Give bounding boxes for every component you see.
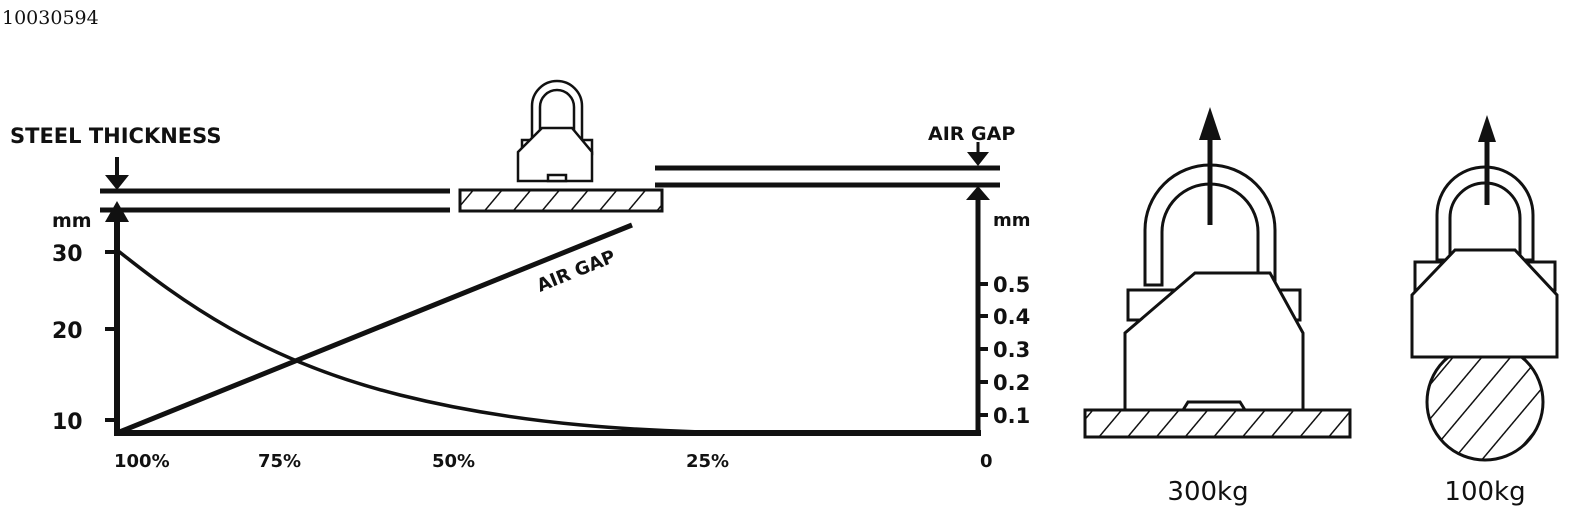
right-unit-label: mm [993,210,1031,231]
force-curve [115,248,761,435]
x-tick-label: 75% [258,451,301,472]
left-tick-label: 20 [52,319,83,344]
air-gap-down-arrow-icon [967,142,989,166]
x-tick-label: 0 [980,451,993,472]
right-tick-label: 0.5 [993,273,1030,297]
air-gap-line [116,222,633,436]
right-tick-label: 0.4 [993,305,1030,329]
left-axis [105,201,129,435]
steel-plate-lines [100,188,450,213]
x-tick-label: 100% [114,451,170,472]
steel-thickness-down-arrow-icon [105,157,129,190]
right-tick-label: 0.3 [993,338,1030,362]
hatched-steel-plate [458,188,664,213]
right-tick-label: 0.1 [993,404,1030,428]
x-tick-label: 25% [686,451,729,472]
pull-up-arrow-icon [1478,115,1496,205]
steel-thickness-label: STEEL THICKNESS [10,124,221,148]
magnet-icon-small [516,79,594,183]
magnet-300kg-icon [1083,163,1352,439]
magnet-100kg-label: 100kg [1444,477,1525,507]
left-tick-label: 10 [52,410,83,435]
right-axis [966,186,990,435]
air-gap-line-label: AIR GAP [534,246,619,296]
pull-up-arrow-icon [1199,107,1221,225]
air-gap-top-label: AIR GAP [928,123,1015,145]
air-gap-lines [655,165,1000,188]
x-tick-label: 50% [432,451,475,472]
left-unit-label: mm [52,210,92,232]
magnet-300kg-label: 300kg [1167,477,1248,507]
magnet-100kg-icon [1410,165,1559,462]
left-tick-label: 30 [52,242,83,267]
id-label: 10030594 [2,7,99,29]
right-tick-label: 0.2 [993,371,1030,395]
